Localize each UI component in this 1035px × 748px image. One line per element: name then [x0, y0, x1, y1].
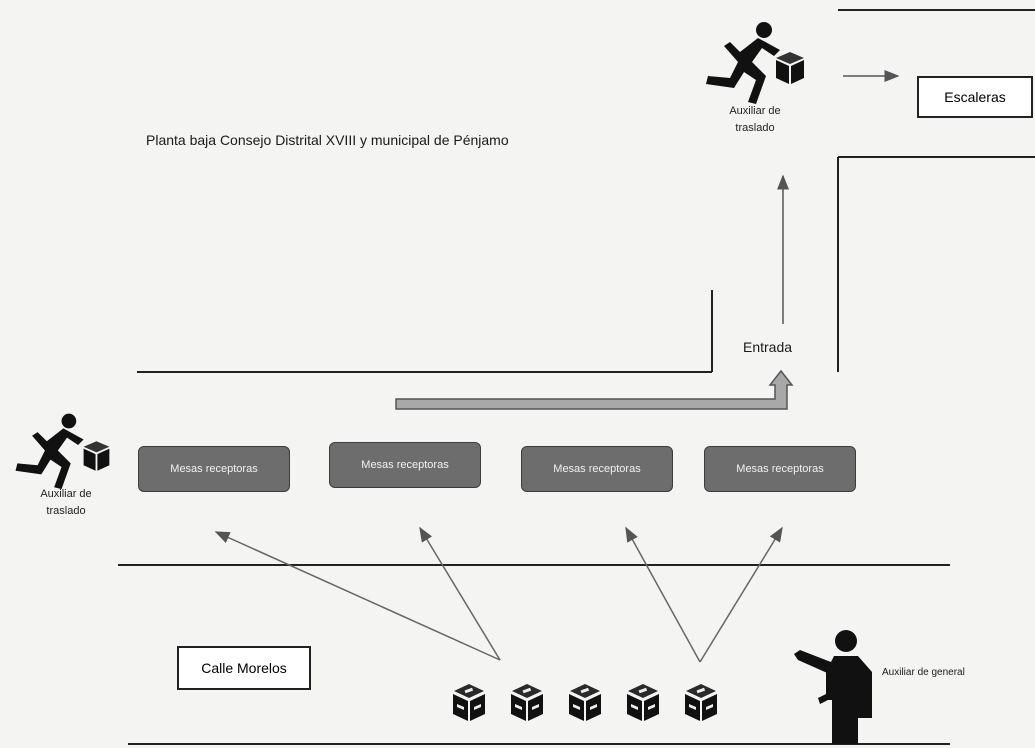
arrow-to-mesa-3 [625, 526, 701, 663]
auxiliar-general-label: Auxiliar de general [882, 667, 965, 678]
arrow-to-mesa-2 [419, 526, 501, 661]
auxiliar-label-line-2: traslado [46, 505, 86, 517]
ballot-box-icon [627, 684, 659, 721]
runner-with-box-icon [706, 22, 804, 104]
arrow-to-mesa-4 [699, 526, 783, 663]
mesa-receptora-2: Mesas receptoras [329, 442, 481, 488]
auxiliar-traslado-label-left: Auxiliar de traslado [20, 486, 112, 520]
entrance-label: Entrada [743, 339, 793, 355]
ballot-box-icon [511, 684, 543, 721]
flow-arrow [395, 369, 794, 410]
auxiliar-label-line-2: traslado [735, 122, 775, 134]
ballot-box-icon [685, 684, 717, 721]
ballot-box-icon [453, 684, 485, 721]
ballot-box-icon [569, 684, 601, 721]
mesa-receptora-1: Mesas receptoras [138, 446, 290, 492]
street-label-box: Calle Morelos [177, 646, 311, 690]
auxiliar-label-line-1: Auxiliar de [40, 488, 92, 500]
person-pointing-icon [794, 630, 872, 744]
auxiliar-traslado-label-top: Auxiliar de traslado [716, 103, 794, 137]
mesa-receptora-4: Mesas receptoras [704, 446, 856, 492]
runner-with-box-icon [15, 413, 110, 490]
arrow-to-mesa-1 [214, 531, 501, 661]
mesa-receptora-3: Mesas receptoras [521, 446, 673, 492]
diagram-title: Planta baja Consejo Distrital XVIII y mu… [146, 132, 509, 148]
auxiliar-label-line-1: Auxiliar de [729, 105, 781, 117]
stairs-box: Escaleras [917, 76, 1033, 118]
